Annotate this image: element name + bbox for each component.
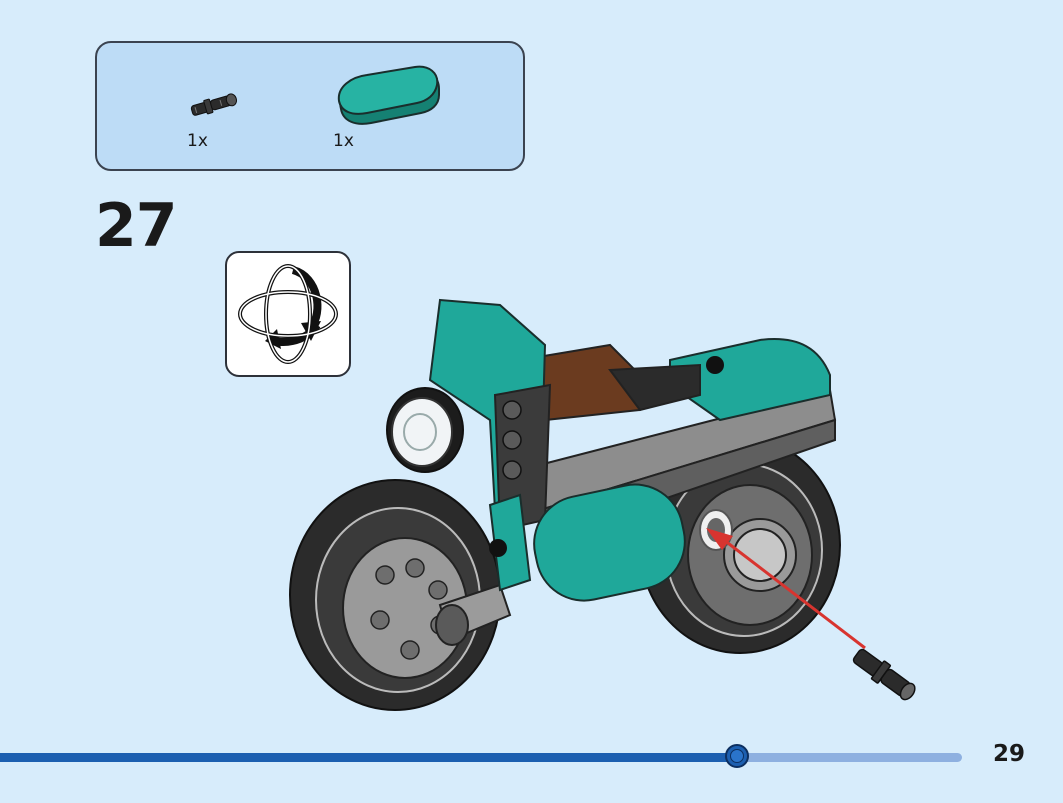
rotate-model-callout: [225, 251, 351, 377]
teal-round-tile-icon: [331, 63, 443, 133]
instruction-progress-bar[interactable]: [0, 744, 962, 768]
parts-list-box: 1x 1x: [95, 41, 525, 171]
motorcycle-model-illustration: [280, 290, 940, 724]
rotate-model-icon: [238, 264, 338, 364]
black-friction-pin-icon: [185, 89, 249, 119]
step-number: 27: [95, 191, 177, 261]
part-quantity: 1x: [187, 131, 208, 151]
page-number: 29: [993, 741, 1026, 767]
progress-fill: [0, 753, 737, 762]
motorcycle-model-icon: [289, 298, 916, 711]
part-quantity: 1x: [333, 131, 354, 151]
progress-knob[interactable]: [725, 744, 749, 768]
